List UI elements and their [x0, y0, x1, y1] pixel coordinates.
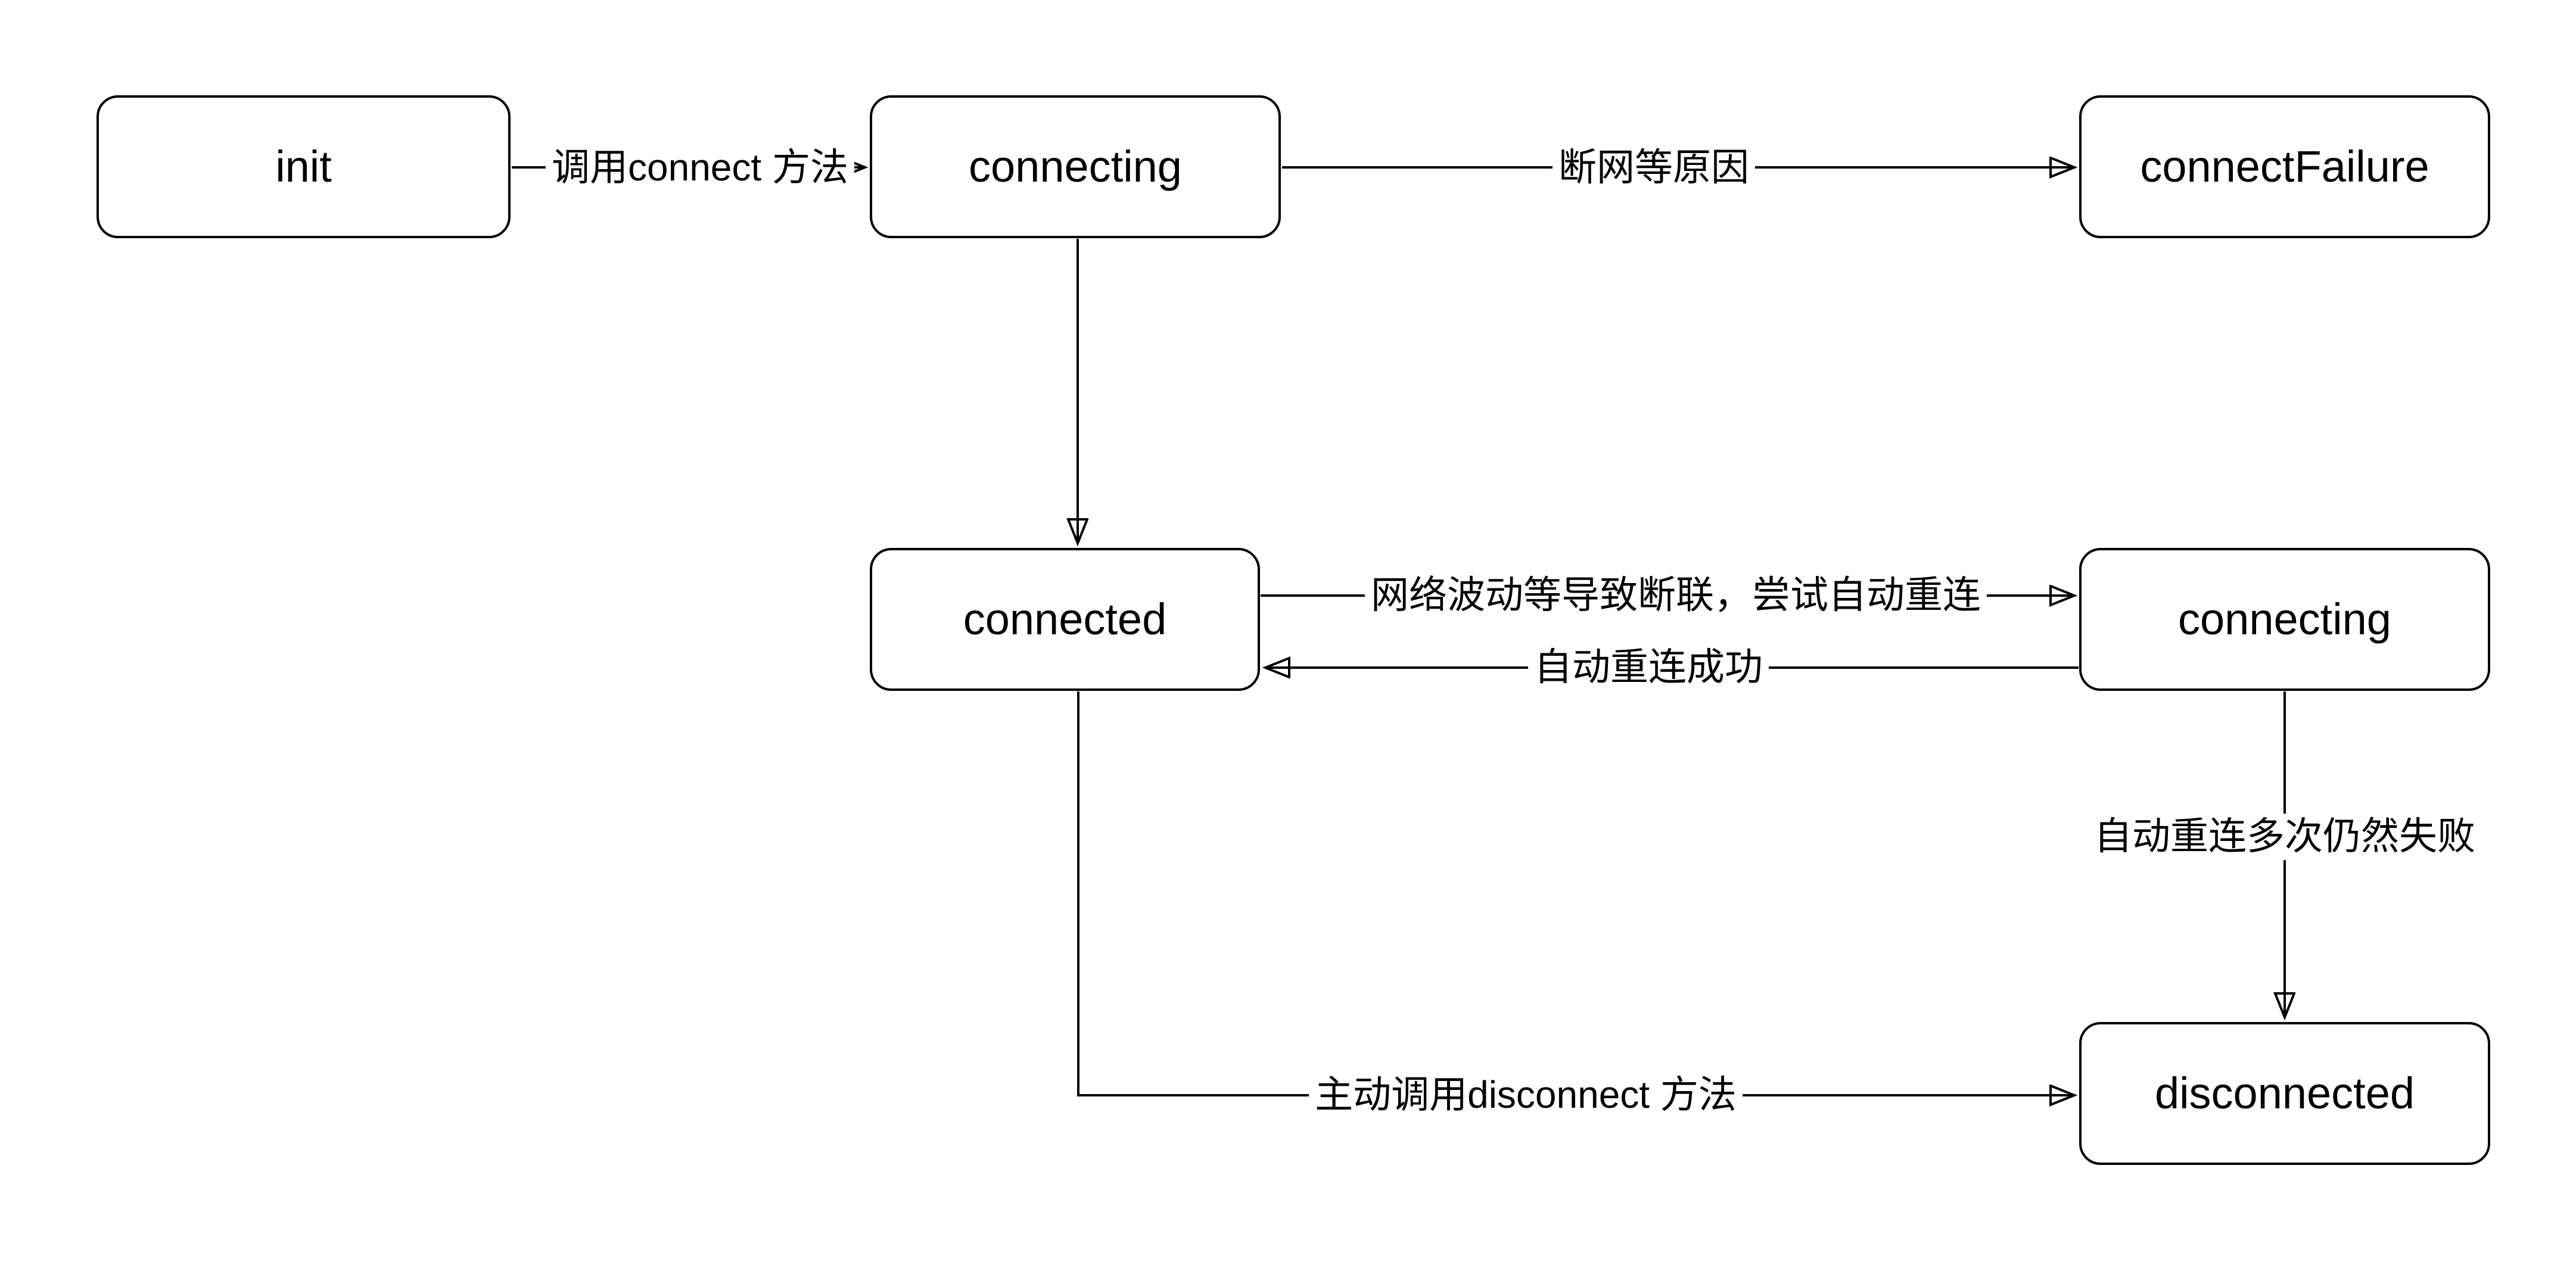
edge-label-call-connect: 调用connect 方法: [546, 145, 854, 191]
node-connecting-top: connecting: [870, 95, 1281, 238]
edge-label-network-fluctuation-reconnect: 网络波动等导致断联，尝试自动重连: [1365, 572, 1987, 619]
edge-label-auto-reconnect-success: 自动重连成功: [1528, 644, 1769, 691]
edge-label-network-failure-reason: 断网等原因: [1553, 145, 1755, 191]
node-connect-failure: connectFailure: [2079, 95, 2490, 238]
edge-connected-to-disconnected: [1077, 691, 2074, 1095]
node-connecting-right: connecting: [2079, 548, 2490, 691]
node-init: init: [97, 95, 511, 238]
node-connect-failure-label: connectFailure: [2140, 142, 2429, 191]
node-init-label: init: [275, 142, 332, 191]
edge-label-auto-reconnect-failed: 自动重连多次仍然失败: [2088, 814, 2481, 860]
edge-label-call-disconnect: 主动调用disconnect 方法: [1309, 1072, 1743, 1118]
node-connecting-right-label: connecting: [2178, 594, 2391, 644]
node-connected-label: connected: [963, 594, 1167, 644]
node-disconnected-label: disconnected: [2154, 1068, 2415, 1118]
node-connected: connected: [870, 548, 1260, 691]
node-connecting-top-label: connecting: [969, 142, 1182, 191]
node-disconnected: disconnected: [2079, 1022, 2490, 1165]
